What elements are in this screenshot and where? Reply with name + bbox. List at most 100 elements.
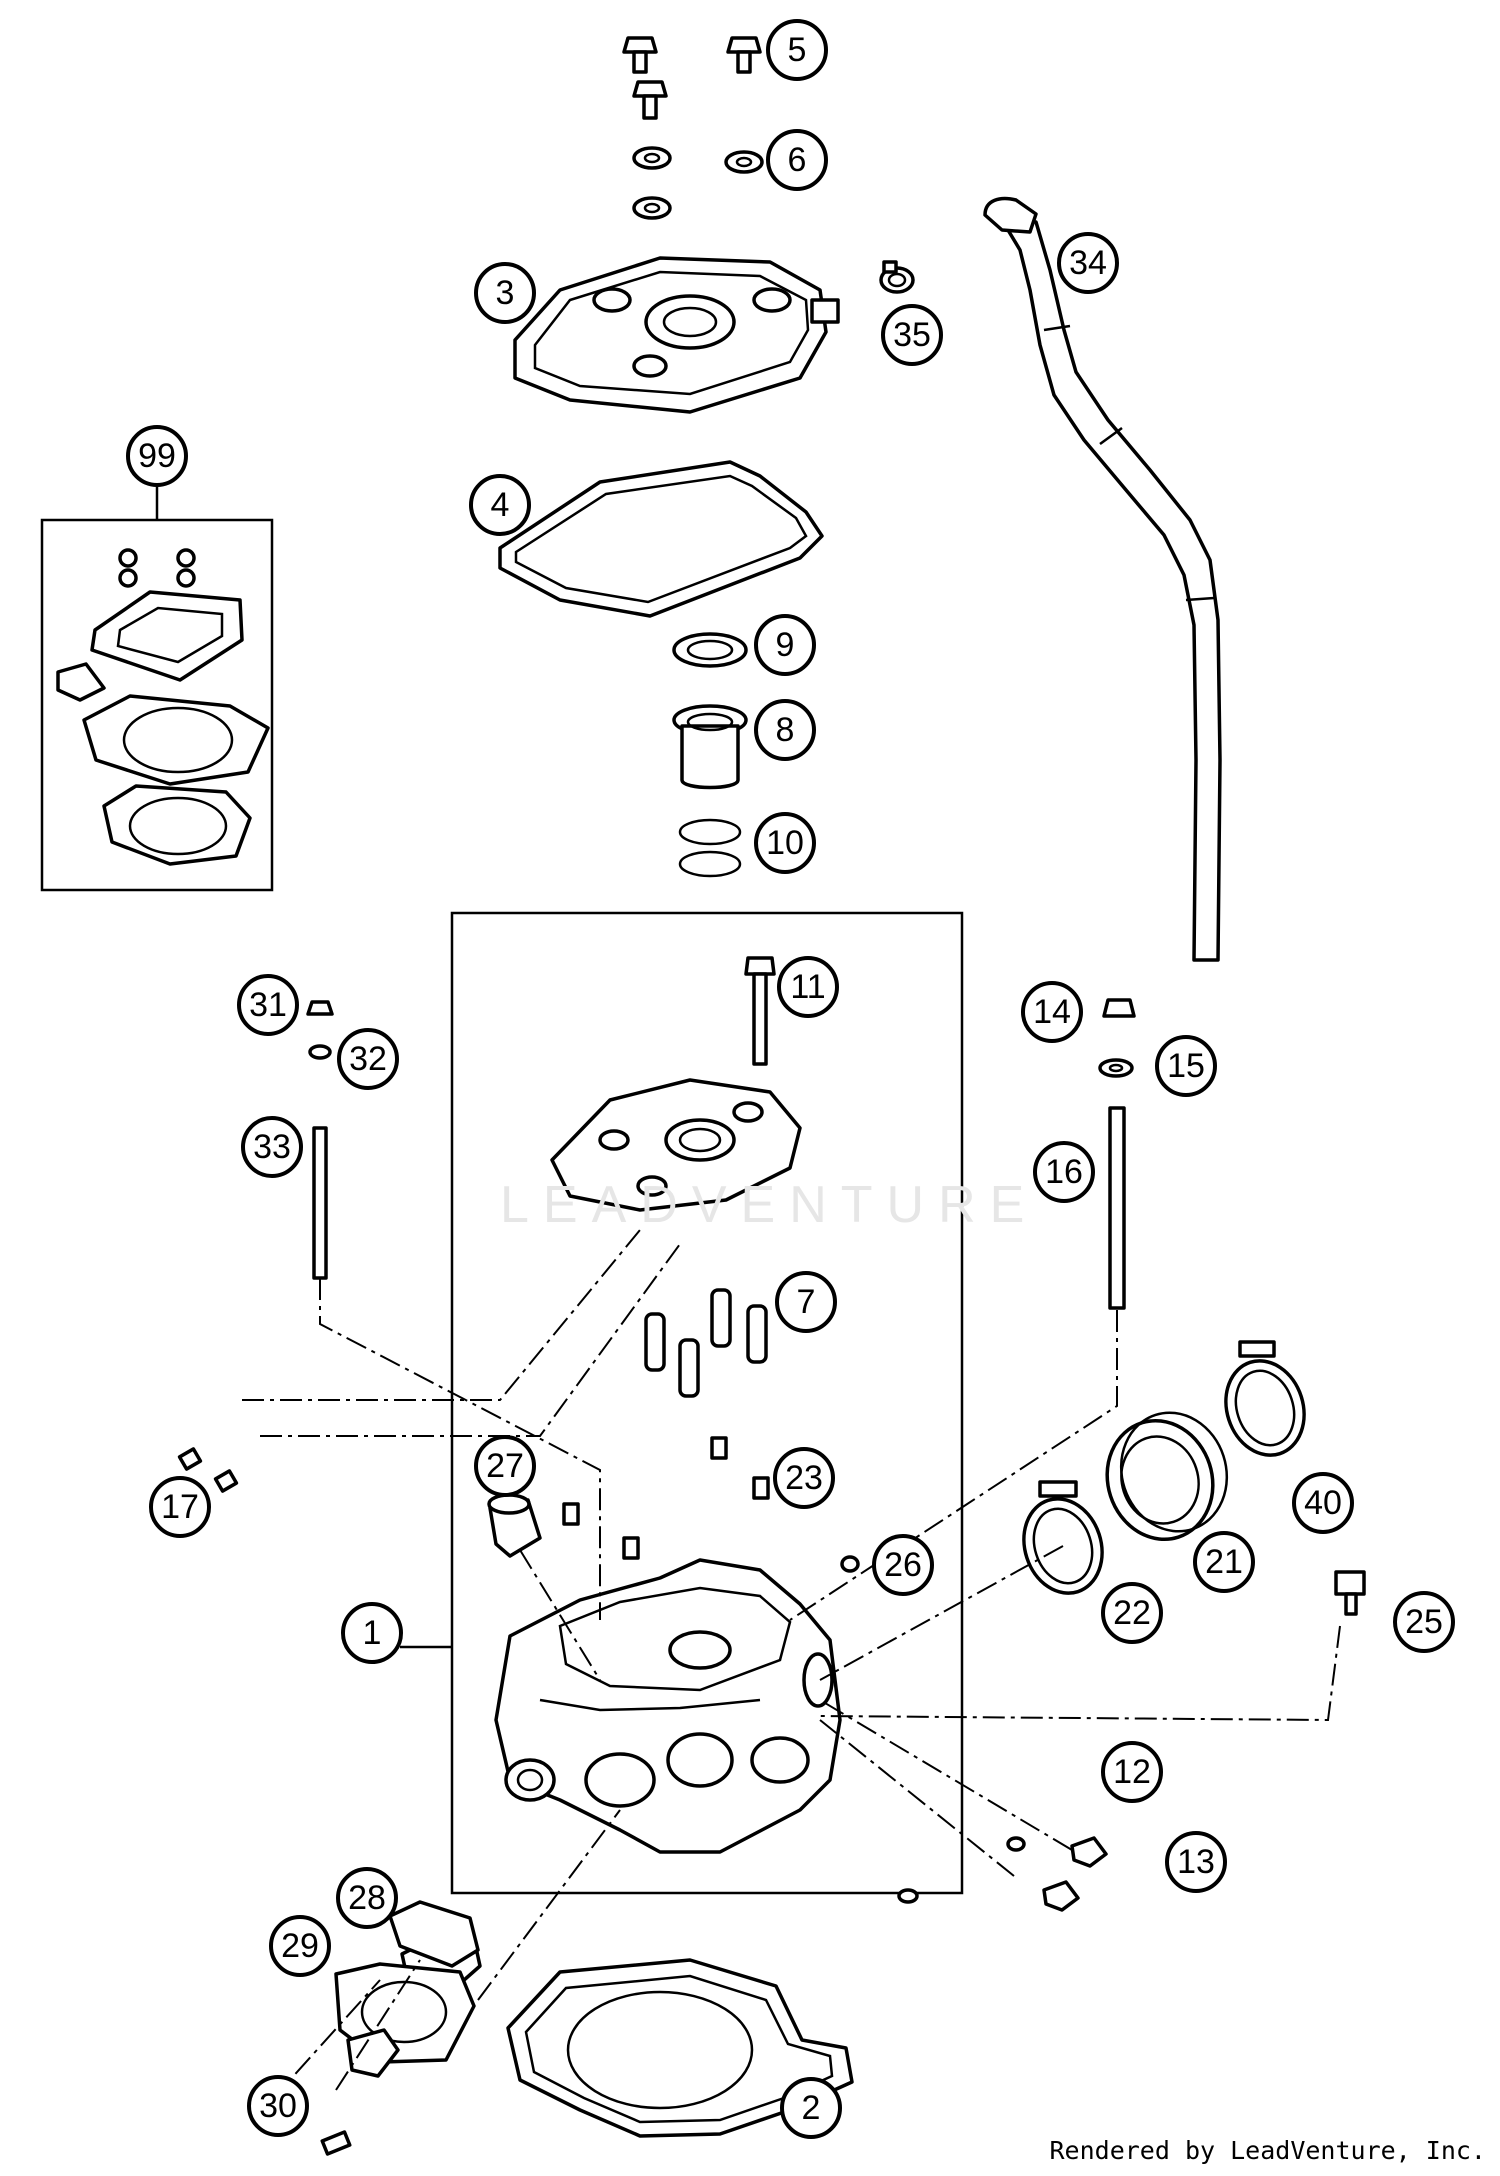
callout-label: 34	[1069, 244, 1107, 282]
callout-circle	[766, 129, 828, 191]
callout-circle	[241, 1116, 303, 1178]
callout-circle	[337, 1028, 399, 1090]
callout-2: 2	[780, 2077, 842, 2139]
callout-label: 33	[253, 1128, 291, 1166]
left-stud-hardware	[306, 1000, 334, 1280]
callout-label: 12	[1113, 1753, 1151, 1791]
callout-25: 25	[1393, 1591, 1455, 1653]
callout-circle	[1393, 1591, 1455, 1653]
callout-label: 1	[363, 1614, 382, 1652]
callout-circle	[474, 262, 536, 324]
callout-label: 23	[785, 1459, 823, 1497]
callout-label: 3	[496, 274, 515, 312]
cover-screws	[177, 1447, 239, 1493]
callout-label: 11	[790, 968, 825, 1006]
callout-circle	[1292, 1472, 1354, 1534]
callout-circle	[341, 1602, 403, 1664]
seal-washers	[632, 146, 764, 220]
sleeve	[487, 1493, 542, 1558]
callout-6: 6	[766, 129, 828, 191]
callout-circle	[247, 2075, 309, 2137]
callout-10: 10	[754, 812, 816, 874]
callout-14: 14	[1021, 981, 1083, 1043]
callout-circle	[1033, 1141, 1095, 1203]
callout-label: 40	[1304, 1484, 1342, 1522]
callout-32: 32	[337, 1028, 399, 1090]
callout-label: 28	[348, 1879, 386, 1917]
callout-circle	[469, 474, 531, 536]
callout-label: 7	[797, 1283, 816, 1321]
callout-label: 29	[281, 1927, 319, 1965]
intake-clamp-40	[1224, 1340, 1306, 1457]
callout-22: 22	[1101, 1582, 1163, 1644]
callout-99: 99	[126, 425, 188, 487]
callout-label: 30	[259, 2087, 297, 2125]
callout-circle	[881, 304, 943, 366]
callout-circle	[766, 19, 828, 81]
callout-16: 16	[1033, 1141, 1095, 1203]
callout-5: 5	[766, 19, 828, 81]
callout-30: 30	[247, 2075, 309, 2137]
callout-circle	[754, 699, 816, 761]
callout-circle	[1101, 1582, 1163, 1644]
callout-label: 2	[802, 2089, 821, 2127]
callout-35: 35	[881, 304, 943, 366]
dowel-pins	[562, 1436, 770, 1560]
callout-23: 23	[773, 1447, 835, 1509]
callout-1: 1	[341, 1602, 403, 1664]
callout-circle	[149, 1476, 211, 1538]
callout-circle	[872, 1534, 934, 1596]
callout-9: 9	[754, 614, 816, 676]
spark-plug-seal	[672, 632, 748, 668]
callout-circle	[780, 2077, 842, 2139]
callout-label: 13	[1177, 1843, 1215, 1881]
callout-circle	[754, 614, 816, 676]
callout-label: 4	[491, 486, 510, 524]
callout-26: 26	[872, 1534, 934, 1596]
callout-label: 14	[1033, 993, 1071, 1031]
callout-label: 32	[349, 1040, 387, 1078]
callout-circle	[754, 812, 816, 874]
callout-29: 29	[269, 1915, 331, 1977]
exhaust-flange-gasket	[388, 1900, 480, 1968]
callout-label: 21	[1205, 1543, 1243, 1581]
callout-circle	[336, 1867, 398, 1929]
callout-label: 9	[776, 626, 795, 664]
callout-label: 10	[766, 824, 804, 862]
valve-cover	[513, 256, 840, 414]
watermark: LEADVENTURE	[500, 1176, 1039, 1234]
callout-label: 25	[1405, 1603, 1443, 1641]
assembly-lines	[242, 1229, 1341, 2103]
callout-circle	[1101, 1741, 1163, 1803]
valve-cover-gasket	[498, 460, 824, 618]
callout-circle	[773, 1447, 835, 1509]
callout-label: 15	[1167, 1047, 1205, 1085]
callout-28: 28	[336, 1867, 398, 1929]
callout-label: 35	[893, 316, 931, 354]
callout-circle	[777, 956, 839, 1018]
callout-circle	[237, 974, 299, 1036]
callout-13: 13	[1165, 1831, 1227, 1893]
callout-label: 27	[486, 1447, 524, 1485]
temperature-sensor	[1334, 1570, 1366, 1616]
callout-circle	[474, 1435, 536, 1497]
callout-15: 15	[1155, 1035, 1217, 1097]
callout-label: 22	[1113, 1594, 1151, 1632]
camshaft-bearing-bridge	[550, 1078, 802, 1212]
cylinder-head-plugs	[840, 1555, 1108, 1912]
callout-circle	[1165, 1831, 1227, 1893]
hose-clamp	[879, 260, 915, 294]
callout-label: 5	[788, 31, 807, 69]
cylinder-head-gasket	[506, 1958, 854, 2138]
cylinder-head	[494, 1558, 842, 1854]
intake-clamp-22	[1022, 1480, 1104, 1595]
callout-27: 27	[474, 1435, 536, 1497]
callout-17: 17	[149, 1476, 211, 1538]
camshaft-bearing-bolt	[744, 956, 776, 1066]
valve-guides	[644, 1288, 768, 1398]
callout-label: 8	[776, 711, 795, 749]
callout-12: 12	[1101, 1741, 1163, 1803]
cylinder-head-frame	[450, 911, 964, 1895]
